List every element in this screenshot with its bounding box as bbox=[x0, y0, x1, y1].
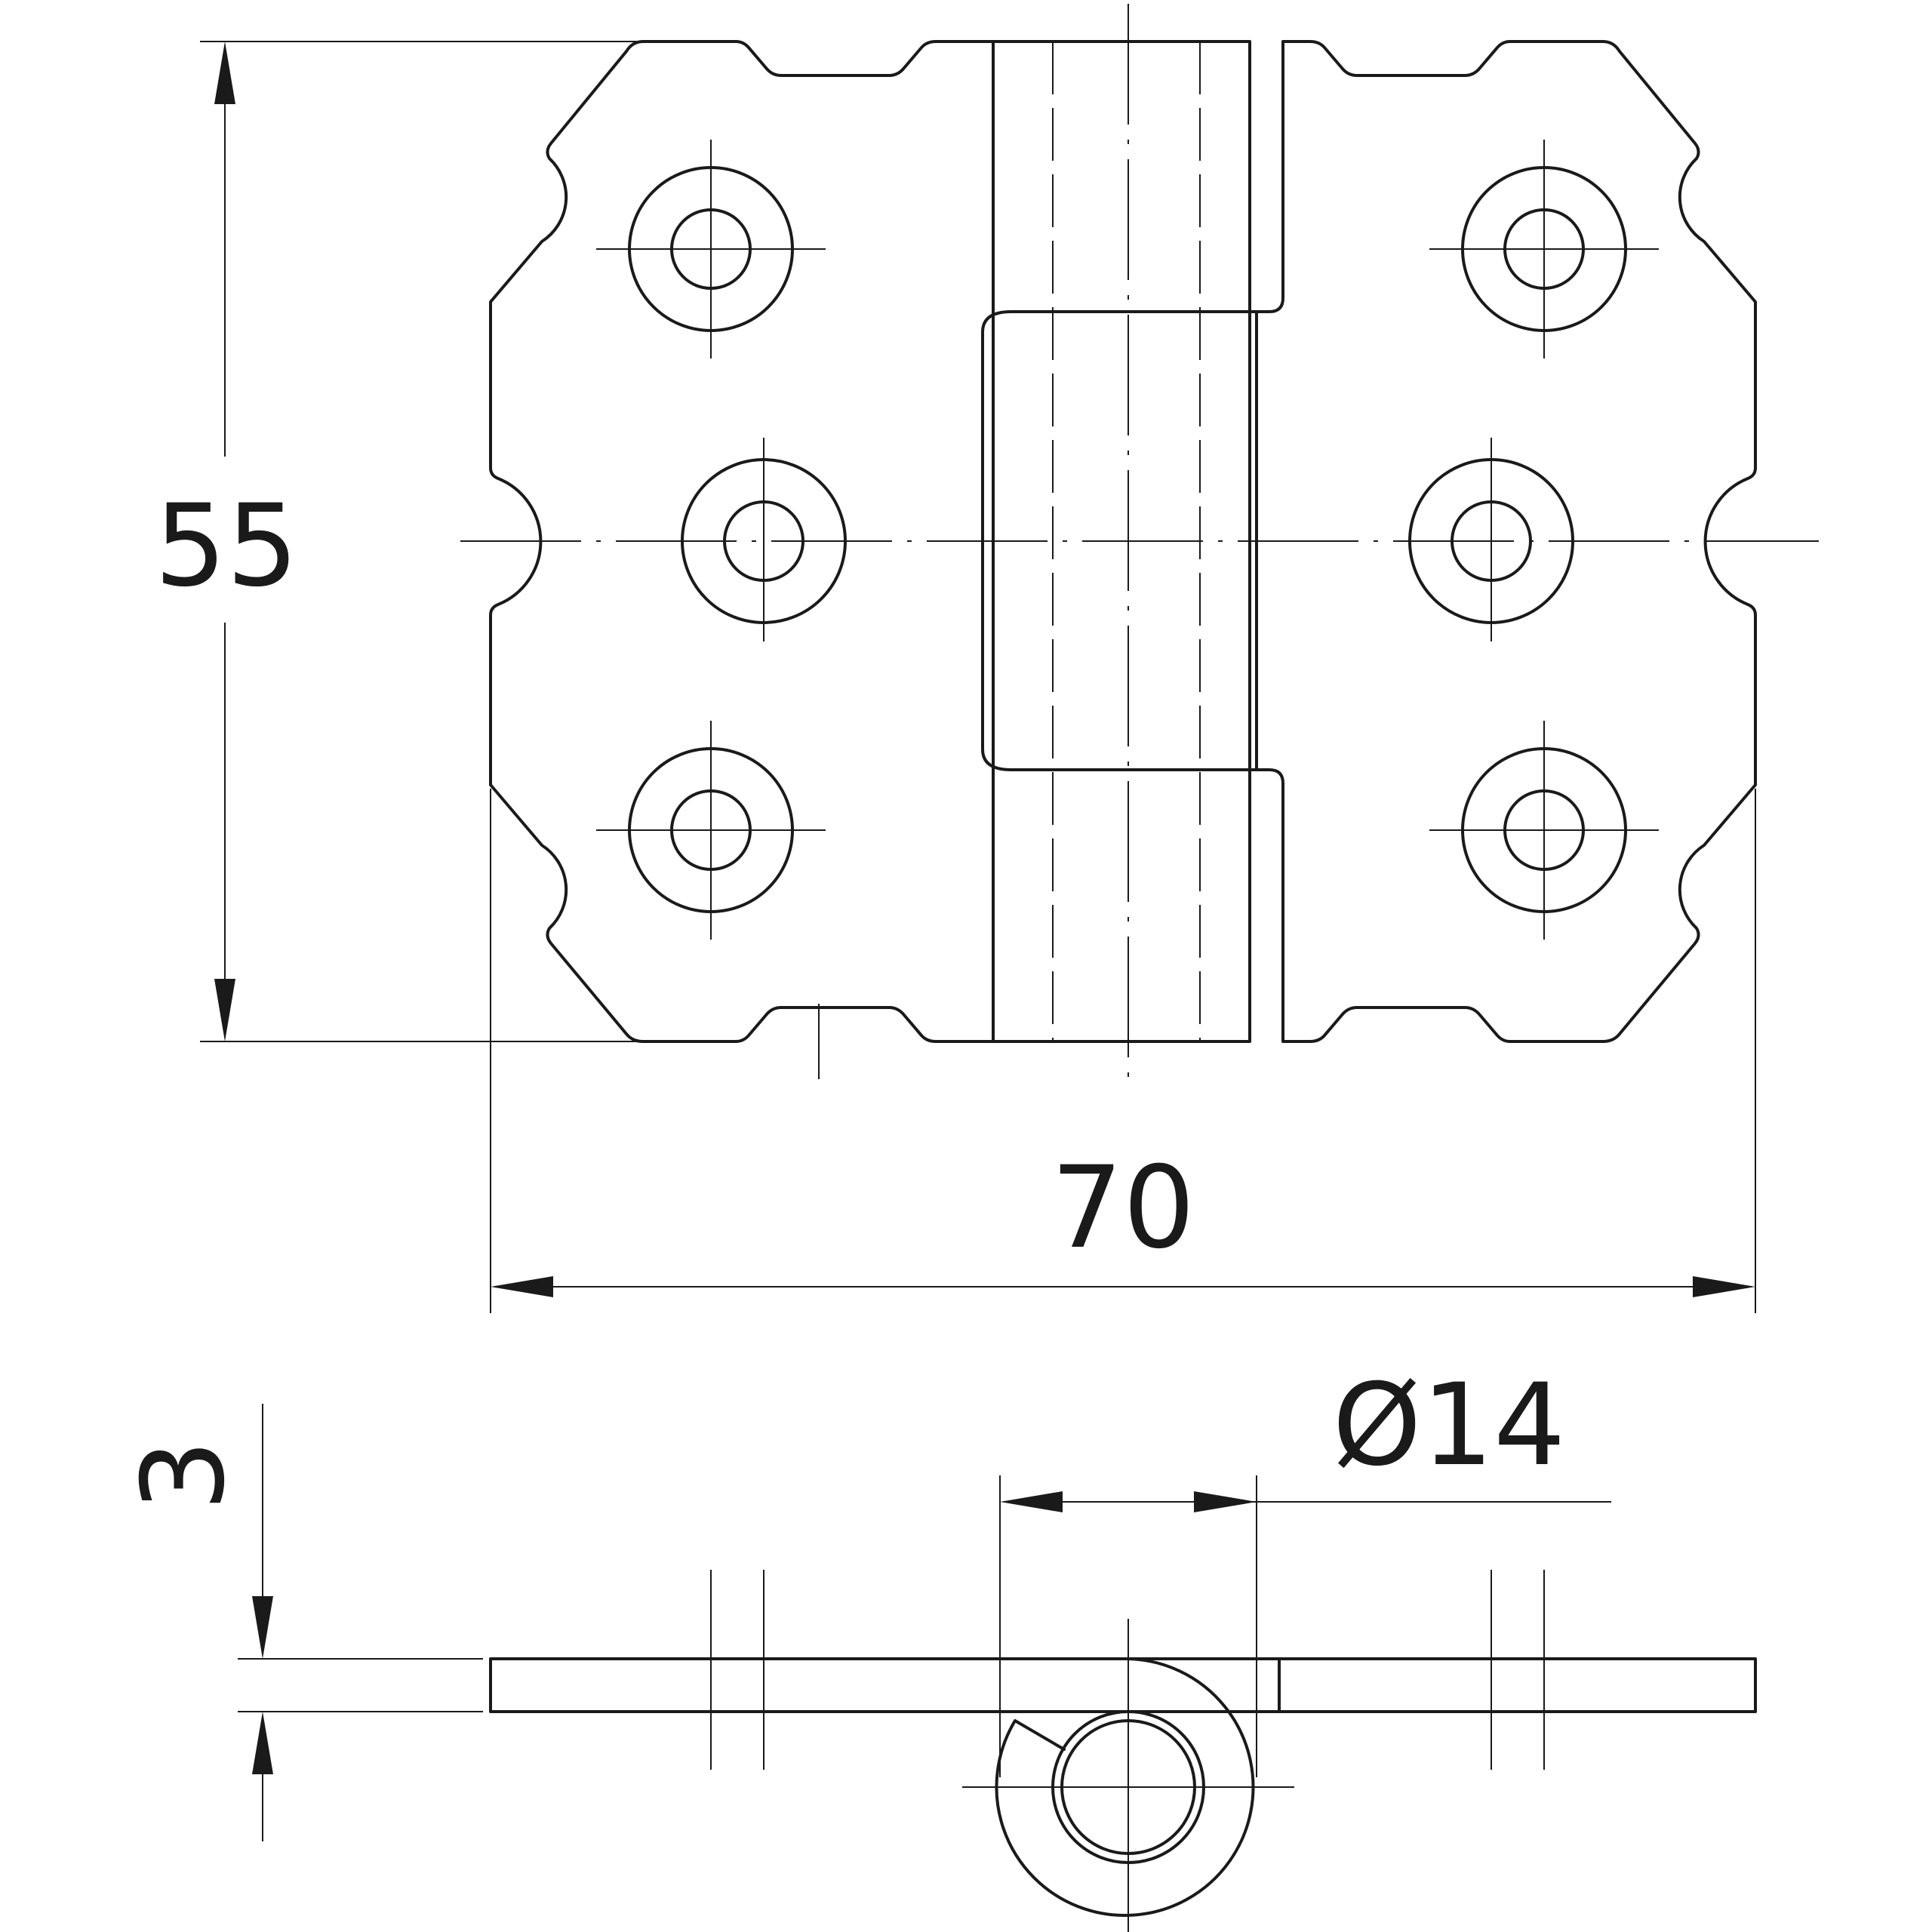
dimension-thickness-label: 3 bbox=[118, 1439, 250, 1511]
dimension-height-label: 55 bbox=[155, 481, 299, 612]
dimension-width: 70 bbox=[490, 789, 1756, 1313]
dimension-knuckle-diameter-label: Ø14 bbox=[1333, 1360, 1566, 1491]
dimension-thickness: 3 bbox=[118, 1404, 483, 1841]
dimension-arrow bbox=[491, 1276, 553, 1297]
screw-hole-right-bottom bbox=[1429, 721, 1659, 940]
dimension-knuckle-diameter: Ø14 bbox=[999, 1360, 1611, 1777]
dimension-arrow bbox=[1194, 1491, 1257, 1512]
hinge-top-view bbox=[460, 4, 1819, 1079]
right-leaf-outline bbox=[1255, 40, 1757, 1043]
screw-hole-left-top bbox=[596, 140, 826, 358]
screw-hole-left-middle bbox=[681, 438, 847, 641]
leaf-side-profile bbox=[489, 1657, 1757, 1713]
dimension-arrow bbox=[1000, 1491, 1063, 1512]
dimension-arrow bbox=[214, 979, 235, 1041]
dimension-arrow bbox=[1693, 1276, 1755, 1297]
screw-hole-right-top bbox=[1429, 140, 1659, 358]
dimension-arrow bbox=[214, 42, 235, 104]
dimension-arrow bbox=[252, 1596, 273, 1659]
screw-hole-left-bottom bbox=[596, 721, 826, 940]
knuckle-curl bbox=[995, 1657, 1255, 1917]
dimension-height: 55 bbox=[155, 41, 638, 1042]
screw-hole-right-middle bbox=[1408, 438, 1574, 641]
left-leaf-outline bbox=[489, 40, 995, 1043]
dimension-width-label: 70 bbox=[1051, 1143, 1195, 1274]
hinge-side-view bbox=[489, 1570, 1757, 1932]
dimension-arrow bbox=[252, 1712, 273, 1774]
